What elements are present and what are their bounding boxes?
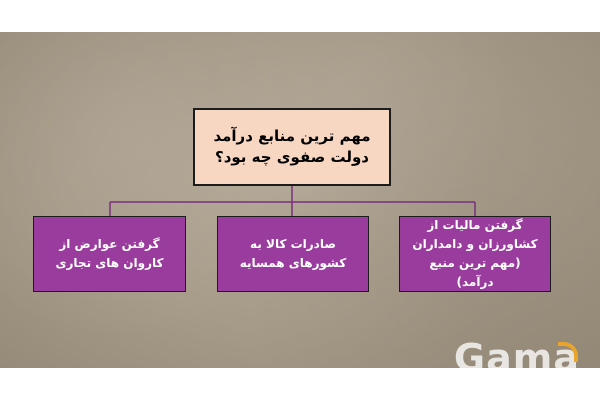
connector-lines [109, 186, 476, 216]
root-question-text: مهم ترین منابع درآمد دولت صفوی چه بود؟ [213, 127, 371, 166]
child-box-caravan-tolls: گرفتن عوارض از کاروان های تجاری [33, 216, 186, 292]
bottom-white-bar [0, 368, 600, 400]
root-question-box: مهم ترین منابع درآمد دولت صفوی چه بود؟ [193, 108, 391, 186]
slide-canvas: مهم ترین منابع درآمد دولت صفوی چه بود؟ گ… [0, 32, 600, 368]
child-box-taxes: گرفتن مالیات از کشاورزان و دامداران (مهم… [399, 216, 551, 292]
child-text-exports: صادرات کالا به کشورهای همسایه [239, 237, 347, 270]
gama-logo-arc-icon [558, 342, 578, 362]
child-text-taxes: گرفتن مالیات از کشاورزان و دامداران (مهم… [412, 218, 538, 289]
child-box-exports: صادرات کالا به کشورهای همسایه [217, 216, 369, 292]
child-text-caravan-tolls: گرفتن عوارض از کاروان های تجاری [55, 237, 164, 270]
